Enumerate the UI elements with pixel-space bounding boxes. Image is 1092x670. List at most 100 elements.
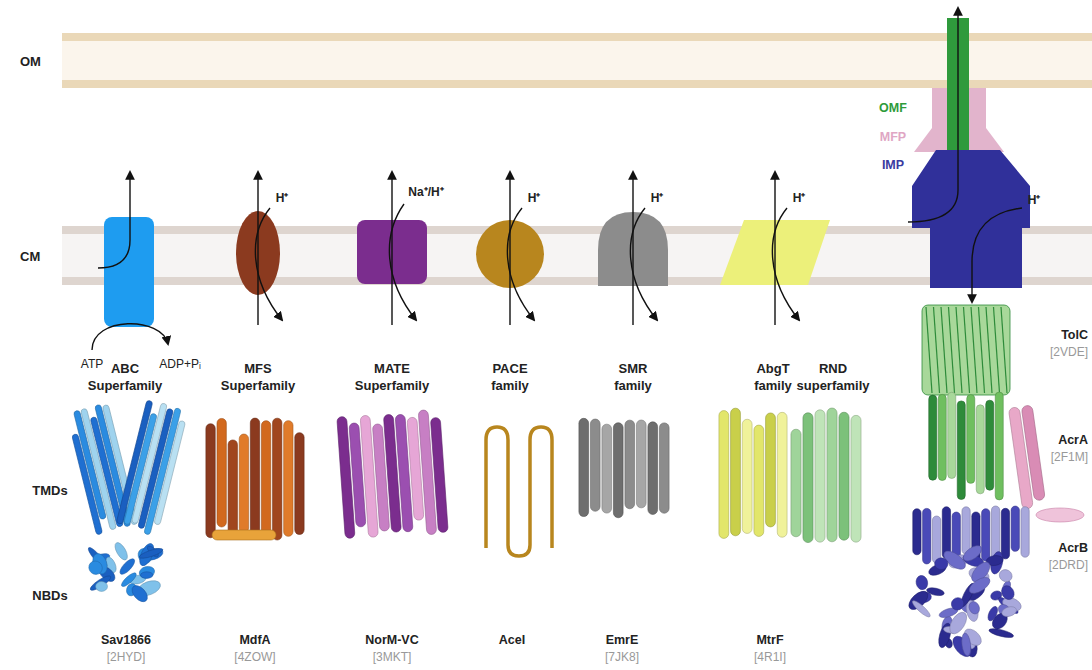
ion-label: H⁺ [528, 190, 541, 207]
ion-label: H⁺ [793, 190, 806, 207]
beta-strand [1001, 307, 1007, 393]
family-label: RND superfamily [797, 360, 870, 394]
helix [986, 605, 999, 622]
helix [206, 424, 215, 538]
helix [915, 574, 929, 590]
ion-label: H⁺ [651, 190, 664, 207]
helix [999, 583, 1017, 602]
imp-protein [912, 150, 1030, 288]
protein-name: AceI [499, 632, 525, 649]
beta-strand [956, 307, 962, 393]
domain-blob [86, 541, 164, 605]
ion-arrow [507, 208, 534, 320]
helix [967, 600, 981, 616]
membrane-band: OM [62, 33, 1092, 88]
domain-label: NBDs [32, 587, 67, 604]
efflux-arrow [257, 172, 258, 325]
family-label: SMR family [614, 360, 652, 394]
membrane-label: CM [20, 248, 40, 263]
helix [803, 413, 813, 543]
helix [942, 507, 950, 559]
helix [212, 530, 276, 540]
family-label: MFS Superfamily [221, 360, 295, 394]
pdb-id: [2F1M] [1051, 449, 1088, 466]
pdb-id: [2HYD] [107, 649, 146, 666]
helix [961, 633, 972, 657]
helix-bundle [337, 409, 449, 540]
protein-name: MtrF [756, 632, 783, 649]
helix [138, 565, 156, 580]
helix [250, 418, 259, 537]
beta-strand [926, 307, 932, 393]
beta-strand [941, 307, 947, 393]
helix [648, 422, 658, 515]
helix [129, 583, 150, 605]
helix [929, 395, 937, 480]
protein-name: AcrA [1058, 432, 1088, 449]
helix-bundle [115, 399, 188, 537]
helix [430, 417, 448, 532]
helix [120, 571, 138, 589]
helix [986, 400, 994, 490]
helix-bundle [719, 408, 787, 538]
domain-label: TMDs [32, 482, 67, 499]
helix-bundle [579, 418, 669, 517]
helix [988, 627, 1014, 639]
family-label: AbgT family [754, 360, 792, 394]
helix [140, 572, 153, 579]
family-label: MATE Superfamily [355, 360, 429, 394]
beta-strand [964, 307, 970, 393]
ion-arrow [255, 208, 282, 320]
efflux-arrow [391, 172, 392, 325]
efflux-arrow [632, 172, 633, 325]
band-core [62, 33, 1092, 88]
helix-bundle [929, 392, 1003, 500]
helix [1021, 405, 1045, 501]
beta-strand [949, 307, 955, 393]
membrane-label: OM [20, 53, 41, 68]
pdb-id: [4R1I] [754, 649, 786, 666]
acei-topology [486, 427, 552, 556]
component-label: OMF [879, 100, 907, 117]
cofactor-label: ATP [81, 356, 103, 373]
helix [659, 423, 669, 513]
protein-name: AcrB [1058, 540, 1088, 557]
protein-name: NorM-VC [365, 632, 418, 649]
ion-arrow [389, 204, 416, 320]
beta-strand [979, 307, 985, 393]
helix [86, 558, 105, 577]
helix [932, 516, 940, 563]
helix [935, 558, 948, 570]
helix [962, 507, 970, 554]
helix [1001, 508, 1009, 559]
beta-strand [994, 307, 1000, 393]
helix [791, 429, 801, 537]
helix [89, 574, 113, 593]
helix [967, 574, 993, 596]
helix [1036, 508, 1084, 522]
protein-name: TolC [1061, 327, 1088, 344]
membrane-band [62, 33, 1092, 88]
helix [926, 586, 945, 597]
helix [217, 418, 226, 527]
helix [154, 420, 186, 525]
beta-strand [986, 307, 992, 393]
helix [228, 440, 237, 538]
helix [284, 421, 293, 537]
helix [961, 543, 985, 564]
helix [815, 410, 825, 542]
helix [261, 421, 270, 540]
ion-label: H⁺ [276, 190, 289, 207]
protein-name: EmrE [606, 632, 639, 649]
ion-arrow [630, 208, 657, 320]
ion-arrow [772, 208, 799, 320]
atp-arrow [92, 324, 168, 350]
helix [911, 599, 933, 619]
helix [731, 408, 741, 536]
beta-strand [934, 307, 940, 393]
helix [138, 547, 163, 561]
helix [742, 419, 752, 533]
barrel-outline [922, 305, 1010, 395]
